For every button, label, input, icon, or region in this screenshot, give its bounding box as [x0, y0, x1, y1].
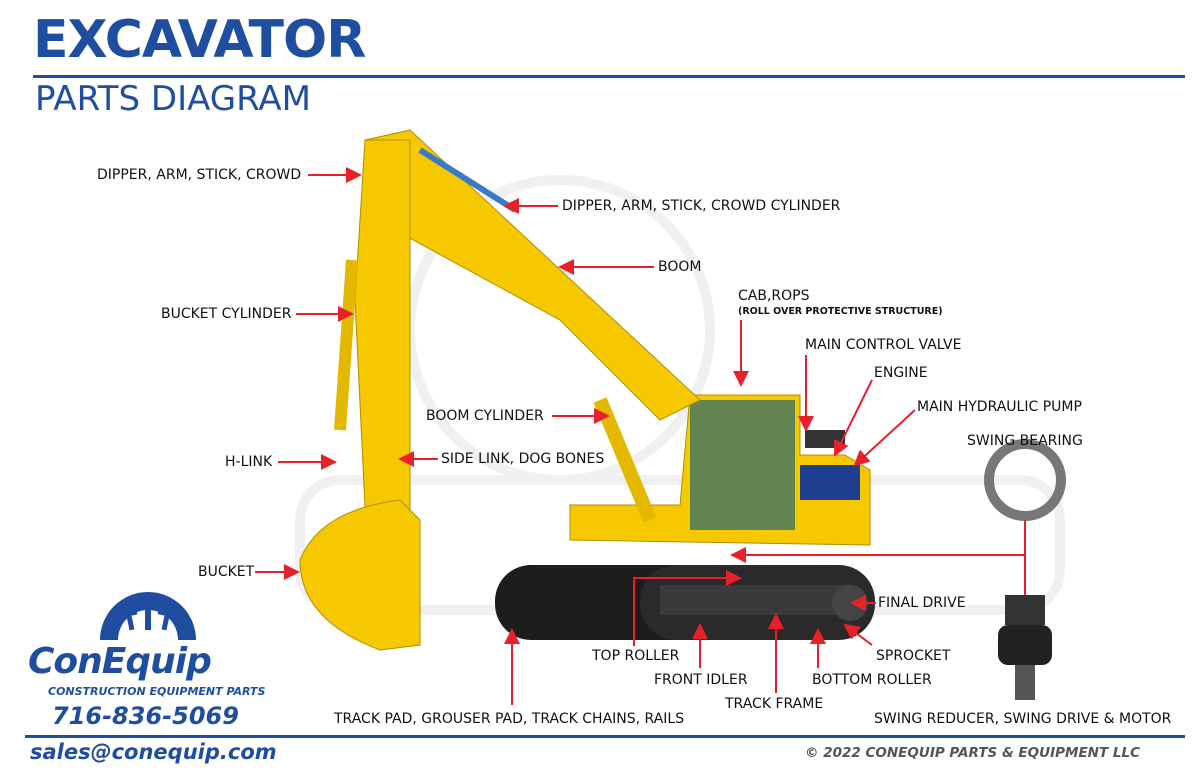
arrow-engine: [834, 379, 873, 457]
label-dipper: DIPPER, ARM, STICK, CROWD: [97, 167, 302, 183]
boom-arm: [299, 129, 701, 651]
label-top-roller: TOP ROLLER: [592, 648, 680, 664]
phone-number: 716-836-5069: [52, 702, 239, 730]
label-track-pad: TRACK PAD, GROUSER PAD, TRACK CHAINS, RA…: [334, 711, 685, 727]
email-link[interactable]: sales@conequip.com: [30, 740, 277, 764]
label-cab-sub: (ROLL OVER PROTECTIVE STRUCTURE): [738, 306, 943, 317]
header-divider: [33, 75, 1185, 78]
conequip-gear-logo: [100, 592, 196, 640]
label-boom-cylinder: BOOM CYLINDER: [426, 408, 544, 424]
label-final-drive: FINAL DRIVE: [878, 595, 966, 611]
copyright: © 2022 CONEQUIP PARTS & EQUIPMENT LLC: [805, 745, 1140, 761]
label-boom: BOOM: [658, 259, 702, 275]
arrow-top-roller: [633, 570, 742, 646]
label-sprocket: SPROCKET: [876, 648, 951, 664]
label-dipper-cylinder: DIPPER, ARM, STICK, CROWD CYLINDER: [562, 198, 841, 214]
label-engine: ENGINE: [874, 365, 928, 381]
label-bucket-cylinder: BUCKET CYLINDER: [161, 306, 292, 322]
swing-reducer-image: [998, 595, 1052, 700]
label-front-idler: FRONT IDLER: [654, 672, 748, 688]
label-swing-bearing: SWING BEARING: [967, 433, 1083, 449]
logo-brand: ConEquip: [28, 641, 212, 682]
label-h-link: H-LINK: [225, 454, 273, 470]
logo-tagline: CONSTRUCTION EQUIPMENT PARTS: [48, 685, 266, 698]
page-subtitle: PARTS DIAGRAM: [35, 79, 311, 119]
callout-arrows: [255, 167, 1026, 705]
arrow-sprocket: [843, 623, 873, 646]
crosses-icon: [118, 598, 177, 631]
footer-divider: [25, 735, 1185, 738]
label-swing-reducer: SWING REDUCER, SWING DRIVE & MOTOR: [874, 711, 1172, 727]
label-cab: CAB,ROPS: [738, 288, 810, 304]
label-main-control-valve: MAIN CONTROL VALVE: [805, 337, 962, 353]
label-side-link: SIDE LINK, DOG BONES: [441, 451, 605, 467]
track-assembly: [495, 565, 875, 640]
page-title: EXCAVATOR: [33, 10, 366, 70]
label-bottom-roller: BOTTOM ROLLER: [812, 672, 932, 688]
swing-bearing-image: [984, 439, 1066, 521]
label-track-frame: TRACK FRAME: [725, 696, 824, 712]
label-main-hydraulic-pump: MAIN HYDRAULIC PUMP: [917, 399, 1082, 415]
label-bucket: BUCKET: [198, 564, 255, 580]
arrow-main-hydraulic-pump: [853, 409, 916, 467]
